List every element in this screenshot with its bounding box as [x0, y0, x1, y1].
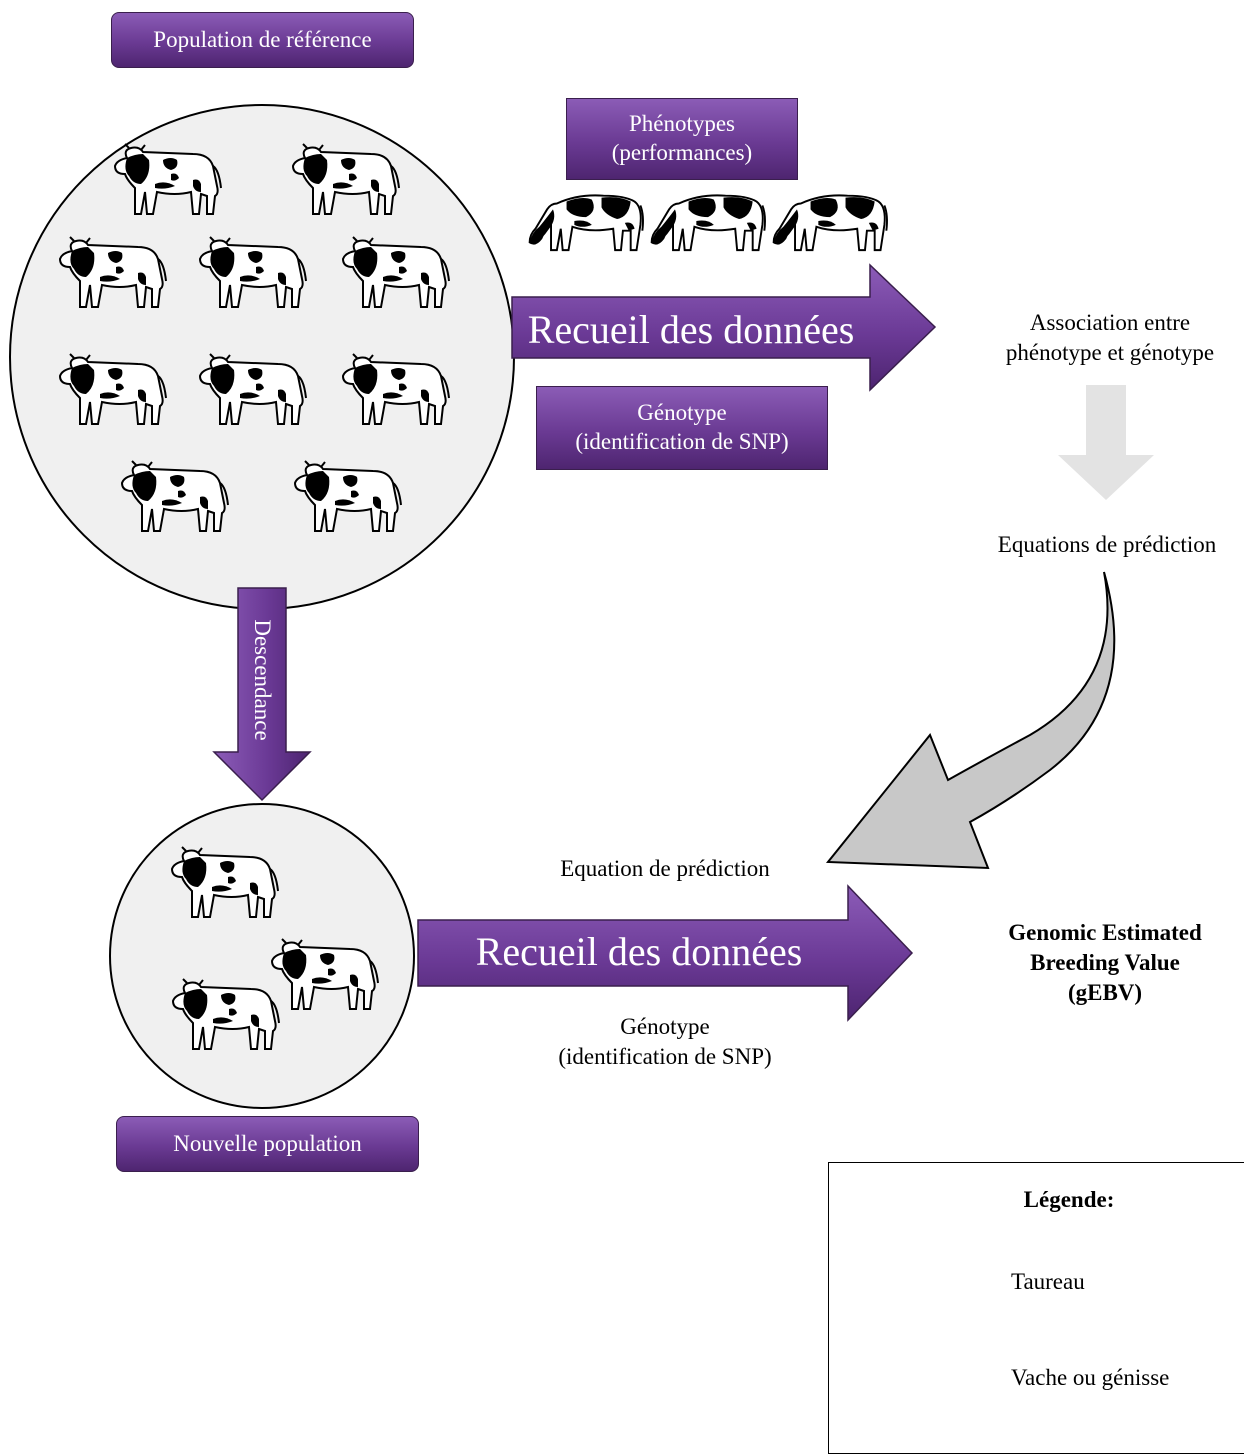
reference-population-label: Population de référence — [111, 12, 414, 68]
cow-icon — [772, 194, 888, 252]
association-label: Association entre phénotype et génotype — [1005, 310, 1215, 365]
cow-icon — [528, 194, 644, 252]
descendance-arrow — [212, 587, 312, 802]
legend-bull-label: Taureau — [1011, 1269, 1085, 1294]
prediction-curved-arrow — [825, 571, 1116, 870]
gebv-label: Genomic Estimated Breeding Value (gEBV) — [1008, 920, 1202, 1005]
phenotypes-label: Phénotypes (performances) — [566, 98, 798, 180]
collect-arrow-top-label: Recueil des données — [527, 307, 855, 352]
genotype-top-label: Génotype (identification de SNP) — [536, 386, 828, 470]
equations-label: Equations de prédiction — [997, 532, 1217, 557]
collect-arrow-top — [511, 263, 937, 392]
descendance-label: Descendance — [250, 619, 275, 741]
equation-label: Equation de prédiction — [560, 856, 770, 881]
new-population-label: Nouvelle population — [116, 1116, 419, 1172]
legend-box: Légende: Taureau Vache ou génisse — [828, 1162, 1244, 1454]
cow-icon — [650, 194, 766, 252]
collect-arrow-bottom-label: Recueil des données — [475, 929, 803, 974]
genotype-bottom-label: Génotype (identification de SNP) — [558, 1014, 772, 1069]
legend-title: Légende: — [1023, 1187, 1115, 1212]
association-down-arrow — [1058, 385, 1154, 500]
legend-cow-label: Vache ou génisse — [1011, 1365, 1170, 1390]
reference-population-circle — [9, 104, 515, 610]
collect-arrow-bottom — [417, 884, 914, 1022]
phenotype-cows — [528, 194, 888, 252]
